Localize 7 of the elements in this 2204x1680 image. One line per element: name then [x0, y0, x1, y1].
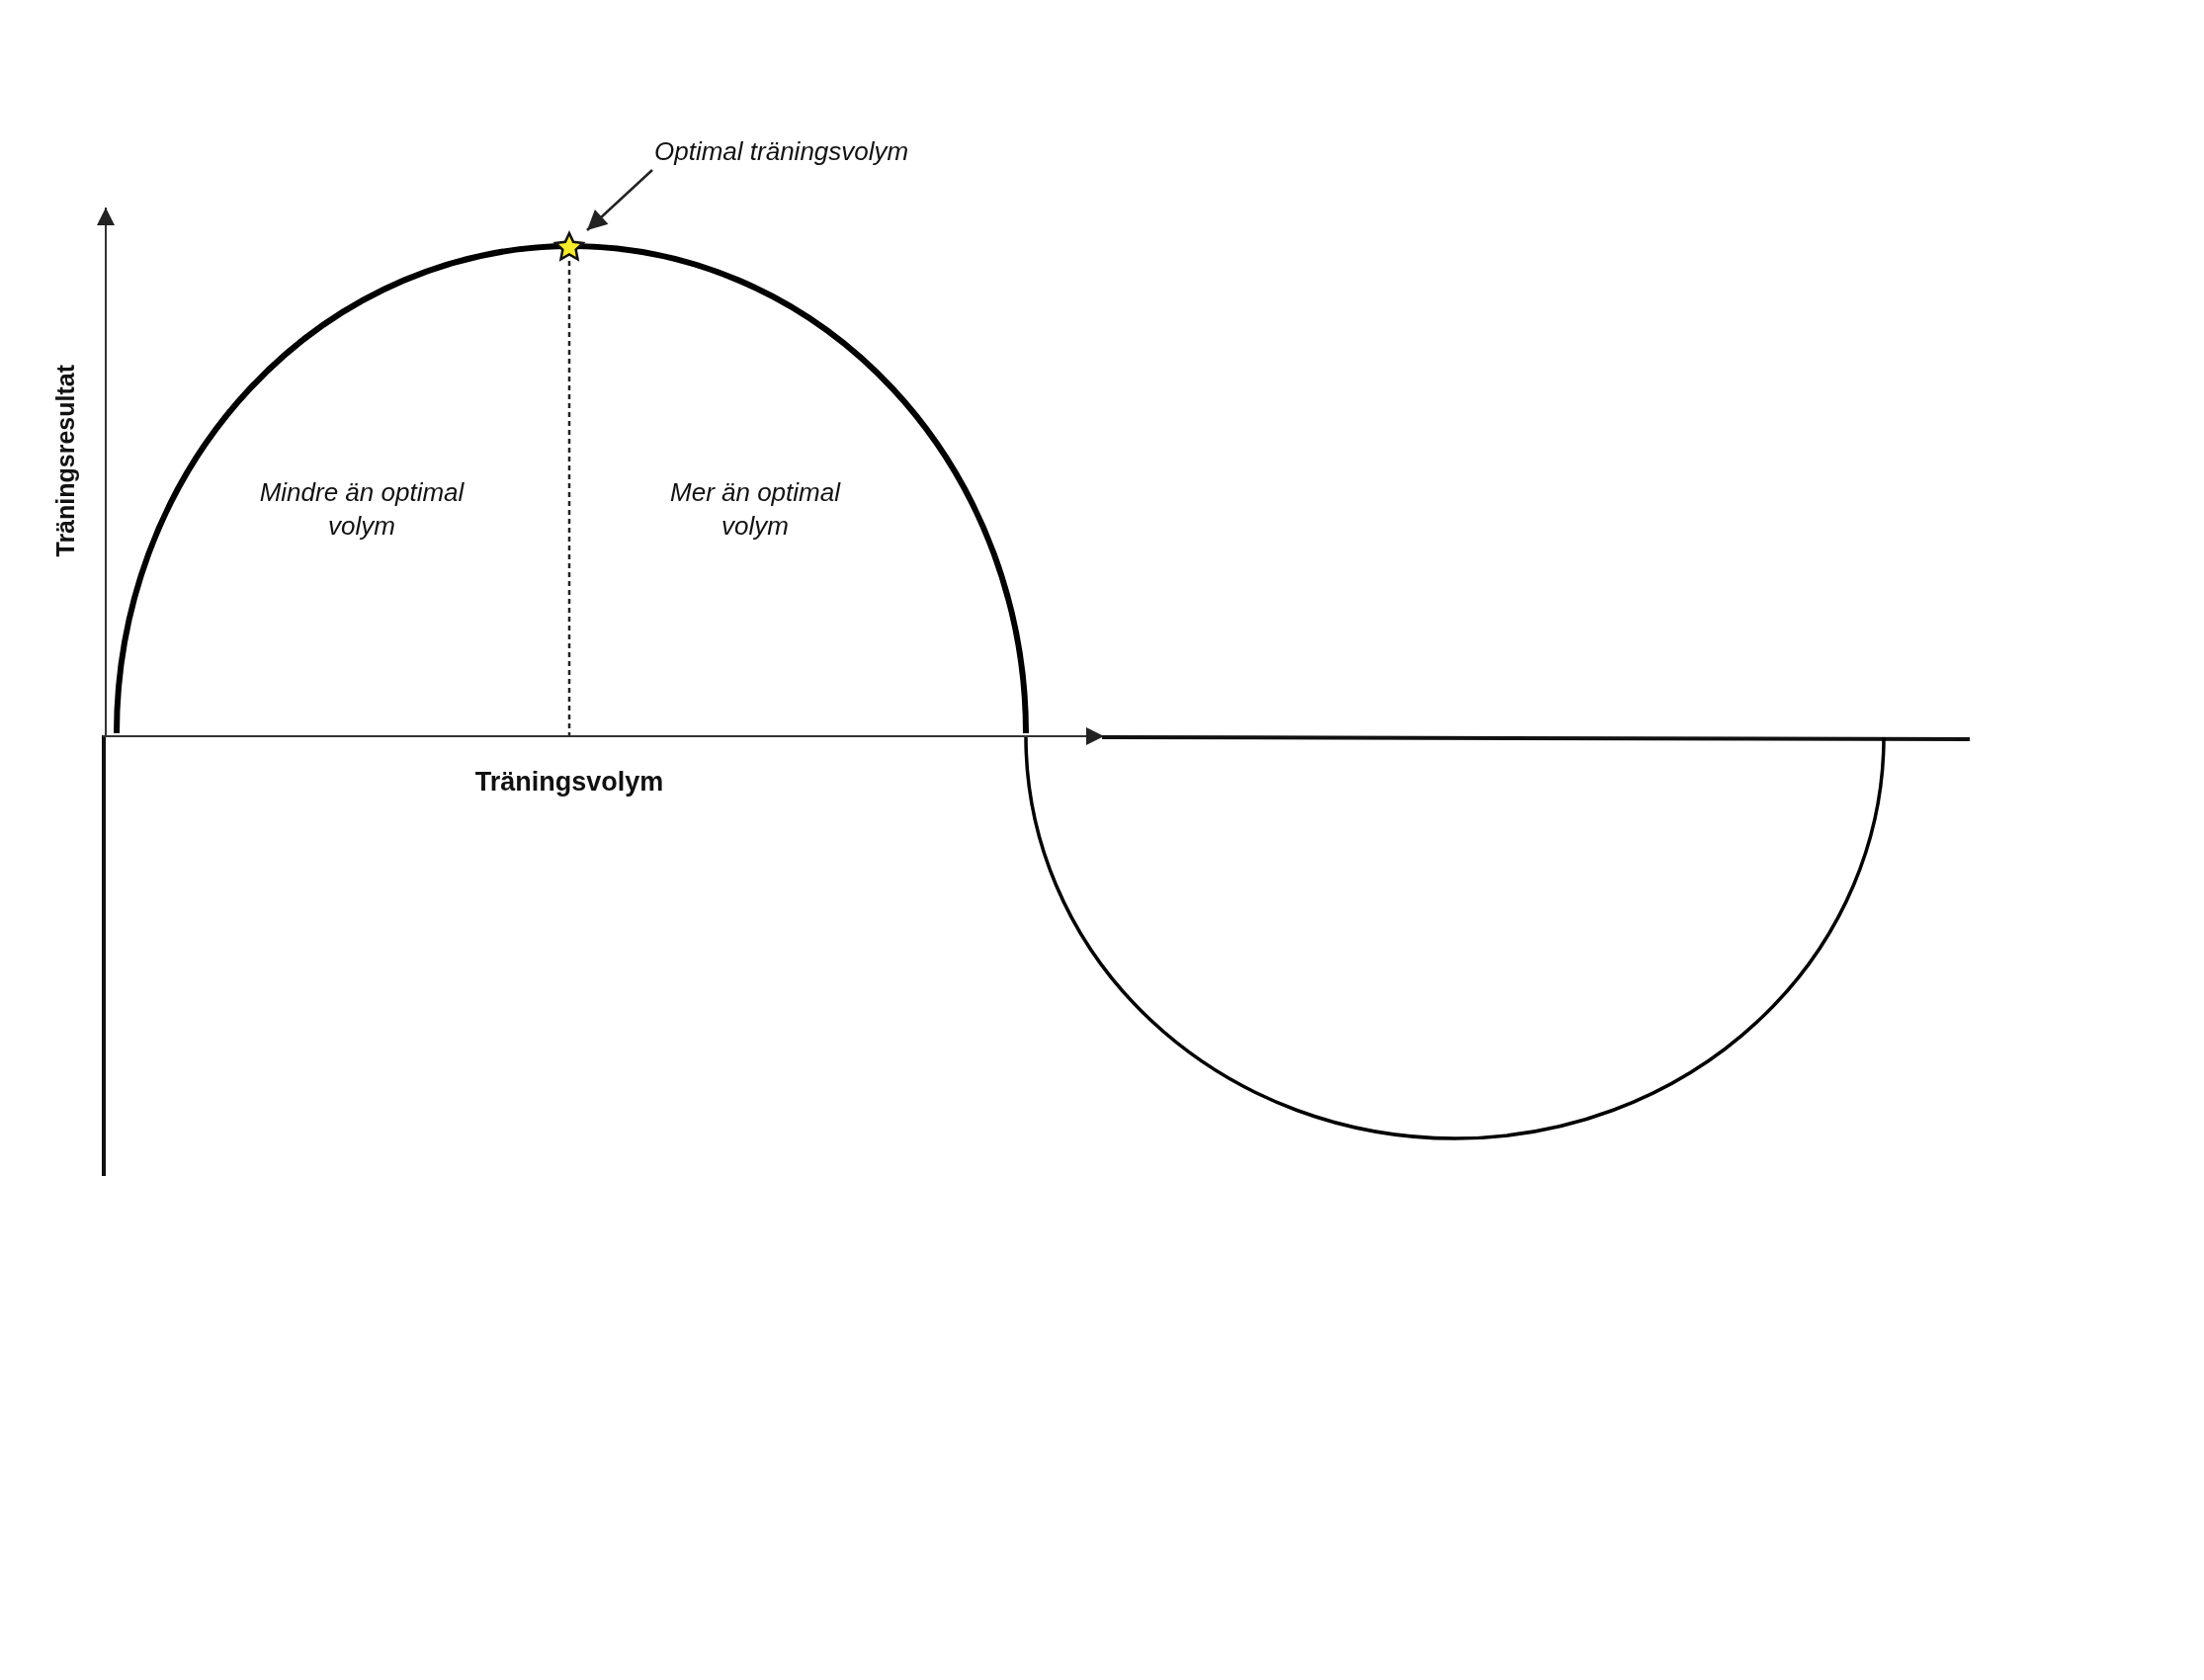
region-label: Mindre än optimal volym: [258, 476, 466, 543]
region-label: Mer än optimal volym: [669, 476, 842, 543]
leader-arrow: [586, 169, 653, 231]
y-axis-label: Träningsresultat: [49, 364, 80, 557]
star-icon: [553, 230, 585, 262]
x-axis-label: Träningsvolym: [474, 766, 664, 798]
callout-label: Optimal träningsvolym: [654, 135, 909, 169]
